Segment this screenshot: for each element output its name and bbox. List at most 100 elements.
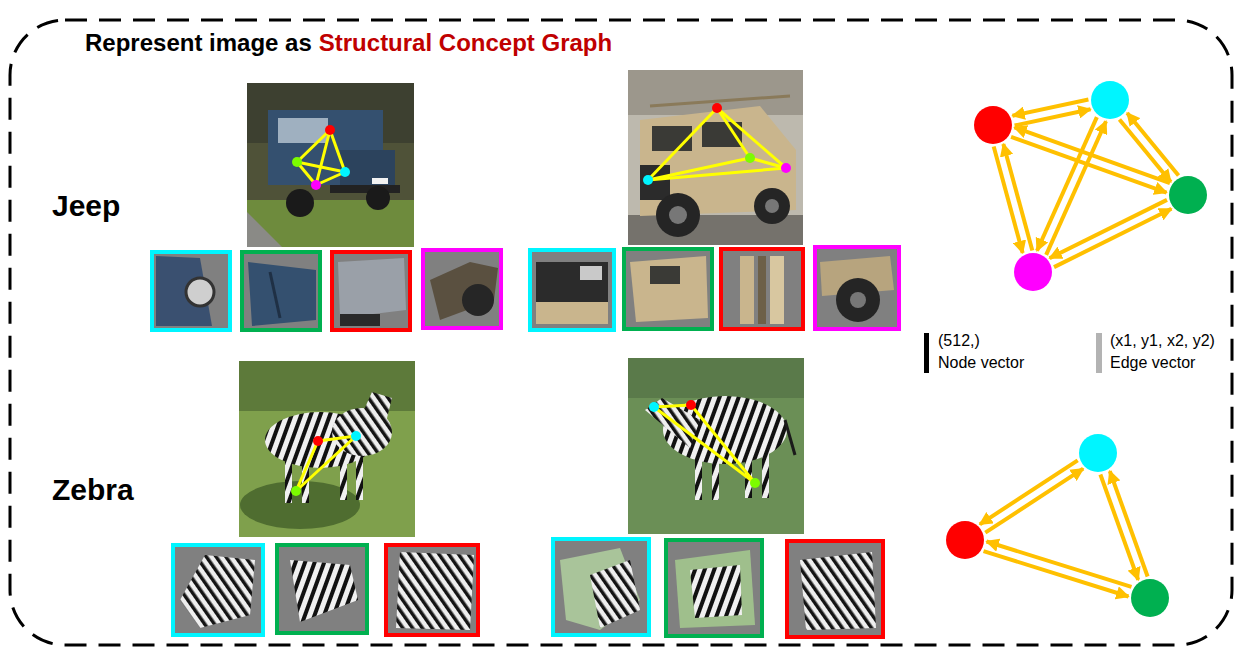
legend-label: Node vector (938, 353, 1024, 372)
dashed-frame (10, 20, 1232, 645)
image-patch (815, 247, 899, 329)
image-patch (186, 278, 214, 306)
image-patch (423, 250, 501, 328)
image-patch (560, 548, 640, 630)
graph-edge-arrow (1050, 200, 1167, 258)
zebra-photo (645, 398, 700, 448)
legend-bar (1096, 333, 1102, 373)
jeep-photo (292, 157, 302, 167)
image-patch (180, 555, 255, 628)
jeep-photo (372, 178, 388, 184)
jeep-photo (750, 158, 786, 168)
image-patch (530, 250, 614, 330)
image-patch (173, 545, 263, 635)
jeep-photo (712, 103, 722, 113)
jeep-photo (247, 83, 414, 247)
jeep-photo (643, 175, 653, 185)
zebra-photo (296, 436, 356, 491)
image-patch (624, 249, 712, 329)
zebra-photo (654, 405, 691, 407)
image-patch (650, 266, 680, 284)
zebra-photo (654, 407, 755, 483)
graph-edge-arrow (980, 460, 1078, 524)
image-patch (332, 252, 410, 330)
jeep-photo (648, 158, 750, 180)
zebra-photo (649, 402, 659, 412)
image-patch (152, 252, 230, 330)
image-patch (290, 560, 358, 622)
graph-node-circle (974, 106, 1012, 144)
image-patch (423, 250, 501, 328)
graph-edge-arrow (1119, 119, 1170, 182)
image-patch (340, 314, 380, 326)
zebra-photo (628, 358, 804, 534)
image-patch (721, 249, 803, 329)
zebra-photo (750, 478, 760, 488)
image-patch (553, 539, 649, 635)
row-label: Zebra (52, 472, 134, 508)
jeep-photo (316, 130, 330, 185)
image-patch (580, 266, 602, 280)
image-patch (242, 252, 320, 330)
graph-edge-arrow (1110, 471, 1148, 576)
image-patch (666, 540, 762, 636)
zebra-photo (686, 400, 696, 410)
image-patch (721, 249, 803, 329)
jeep-photo (745, 153, 755, 163)
image-patch (690, 565, 742, 618)
image-patch (624, 249, 712, 329)
graph-edge-arrow (1100, 474, 1138, 579)
image-patch (675, 550, 755, 628)
graph-edge-arrow (1011, 137, 1166, 193)
image-patch (553, 539, 649, 635)
jeep-photo (717, 108, 786, 168)
image-patch (270, 272, 280, 318)
jeep-photo (311, 180, 321, 190)
image-patch (386, 545, 478, 635)
legend-label: Edge vector (1110, 353, 1195, 372)
image-patch (770, 256, 784, 324)
jeep-photo (628, 70, 803, 245)
image-patch (666, 540, 762, 636)
image-patch (277, 545, 367, 633)
image-patch (386, 545, 478, 635)
graph-node-circle (1014, 253, 1052, 291)
image-patch (836, 278, 880, 322)
image-patch (386, 545, 478, 635)
graph-edge-arrow (1127, 113, 1178, 176)
jeep-photo (656, 193, 700, 237)
image-patch (850, 292, 866, 308)
legend-dimension: (512,) (938, 331, 980, 350)
image-patch (396, 552, 474, 630)
zebra-photo (785, 420, 795, 455)
image-patch (530, 250, 614, 330)
image-patch (787, 541, 883, 637)
image-patch (332, 252, 410, 330)
image-patch (173, 545, 263, 635)
graph-node-circle (1169, 176, 1207, 214)
graph-edge-arrow (984, 551, 1129, 596)
legend-bar (924, 333, 929, 373)
jeep-photo (286, 189, 314, 217)
zebra-photo (351, 431, 361, 441)
zebra-photo (239, 361, 415, 537)
image-patch (152, 252, 230, 330)
image-patch (536, 262, 608, 302)
image-patch (152, 252, 230, 330)
jeep-photo (628, 70, 803, 115)
jeep-photo (754, 188, 790, 224)
graph-edge-arrow (987, 542, 1132, 587)
jeep-photo (640, 165, 670, 200)
zebra-photo (296, 441, 318, 491)
image-patch (758, 256, 766, 324)
graph-edge-arrow (1012, 99, 1088, 115)
image-patch (430, 262, 498, 320)
image-patch (815, 247, 899, 329)
zebra-photo (628, 358, 804, 398)
jeep-photo (247, 212, 282, 247)
image-patch (277, 545, 367, 633)
graph-edge-arrow (1037, 117, 1097, 251)
jeep-photo (340, 150, 395, 190)
